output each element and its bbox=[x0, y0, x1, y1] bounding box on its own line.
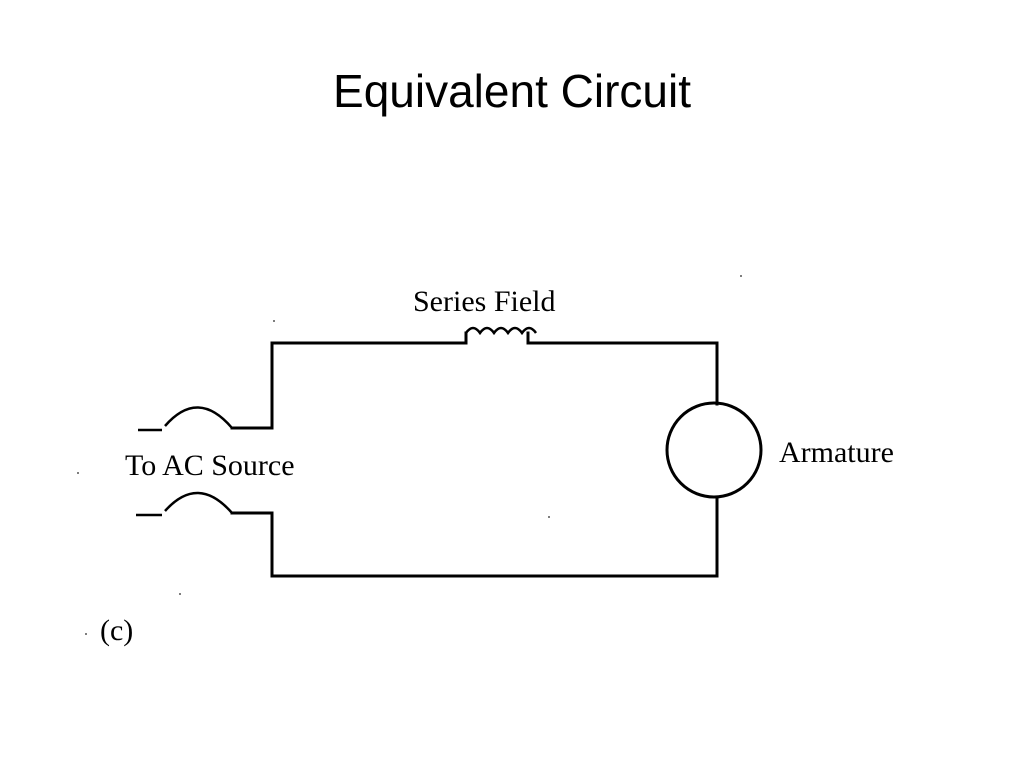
source-label: To AC Source bbox=[125, 449, 295, 482]
scan-speck bbox=[179, 593, 181, 595]
series-field-coil bbox=[464, 326, 538, 336]
scan-speck bbox=[548, 516, 550, 518]
top-left-wire bbox=[230, 331, 468, 430]
lower-terminal-arc bbox=[164, 491, 233, 514]
scan-speck bbox=[77, 472, 79, 474]
armature-symbol bbox=[665, 401, 763, 499]
scan-speck bbox=[85, 633, 87, 635]
scan-speck bbox=[273, 320, 275, 322]
armature-label: Armature bbox=[779, 436, 894, 469]
figure-label: (c) bbox=[100, 614, 133, 647]
bottom-wire bbox=[230, 495, 719, 578]
series-field-label: Series Field bbox=[413, 285, 556, 318]
slide-title: Equivalent Circuit bbox=[333, 65, 691, 117]
scan-speck bbox=[740, 275, 742, 277]
upper-terminal-arc bbox=[164, 406, 233, 429]
top-right-wire bbox=[526, 331, 719, 406]
